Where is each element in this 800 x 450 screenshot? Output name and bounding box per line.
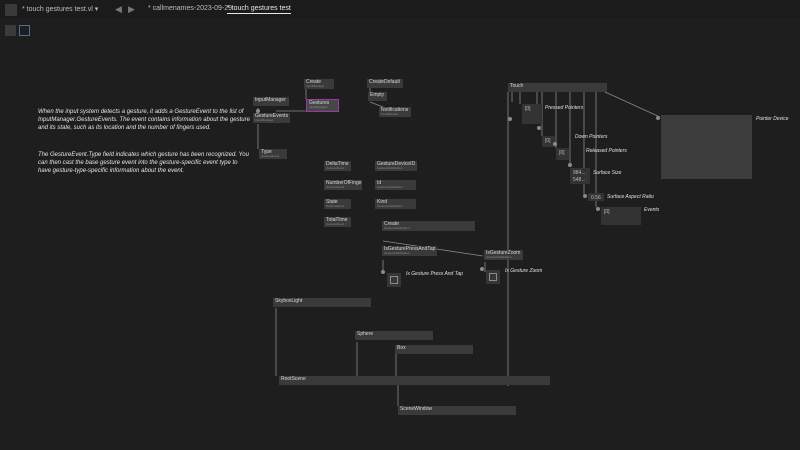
label-events: Events — [644, 207, 660, 213]
node-number-of-finger[interactable]: NumberOfFinger GestureEvent — [324, 180, 362, 190]
iobox-surface-aspect-ratio[interactable]: 0.56 — [588, 193, 604, 201]
node-type[interactable]: Type GestureEvent — [259, 149, 287, 159]
tab-bar: * touch gestures test.vl ▾ ◀ ▶ * callmen… — [0, 0, 800, 18]
iobox-pressed-pointers[interactable]: [0] — [522, 104, 542, 124]
pad-dot[interactable] — [480, 267, 484, 271]
node-total-time[interactable]: TotalTime GestureEvent — [324, 217, 351, 227]
pad-dot[interactable] — [596, 207, 600, 211]
tab-callmenames[interactable]: * callmenames-2023-09-29 — [148, 5, 233, 12]
node-is-gesture-zoom[interactable]: IsGestureZoom GestureNotification — [484, 250, 523, 260]
label-surface-size: Surface Size — [593, 170, 622, 176]
pad-dot[interactable] — [508, 117, 512, 121]
toolbar-button-2[interactable] — [19, 25, 30, 36]
pad-dot[interactable] — [553, 142, 557, 146]
tab-label: * touch gestures test.vl — [22, 6, 93, 13]
node-notifications[interactable]: Notifications TouchDevice — [379, 107, 411, 117]
node-touch[interactable]: Touch — [508, 83, 607, 92]
label-is-gesture-press-and-tap: Is Gesture Press And Tap — [406, 271, 463, 277]
label-pressed-pointers: Pressed Pointers — [545, 105, 584, 111]
tab-touch-gestures-test[interactable]: * touch gestures test — [227, 5, 291, 14]
arrow-left-icon[interactable]: ◀ — [115, 4, 122, 14]
node-gestures[interactable]: Gestures InputManager — [306, 99, 339, 112]
toolbar-button-1[interactable] — [5, 25, 16, 36]
node-create-input-manager[interactable]: Create InputManager — [304, 79, 334, 89]
comment-gesture-events: When the input system detects a gesture,… — [38, 109, 250, 131]
arrow-right-icon[interactable]: ▶ — [128, 4, 135, 14]
app-menu-button[interactable] — [5, 4, 17, 16]
comment-gesture-type: The GestureEvent.Type field indicates wh… — [38, 152, 249, 174]
label-is-gesture-zoom: Is Gesture Zoom — [505, 268, 543, 274]
node-scene-window[interactable]: SceneWindow — [398, 406, 516, 415]
node-create-gesture-notification[interactable]: Create GestureNotification — [382, 221, 475, 231]
node-root-scene[interactable]: RootScene — [279, 376, 550, 385]
label-down-pointers: Down Pointers — [575, 134, 608, 140]
pad-dot[interactable] — [256, 109, 260, 113]
iobox-events[interactable]: [0] — [601, 207, 641, 225]
chevron-down-icon[interactable]: ▾ — [94, 6, 99, 13]
node-create-default[interactable]: CreateDefault — [367, 79, 403, 88]
node-delta-time[interactable]: DeltaTime GestureEvent — [324, 161, 351, 171]
label-released-pointers: Released Pointers — [586, 148, 627, 154]
tab-touch-gestures-vl[interactable]: * touch gestures test.vl ▾ — [22, 5, 98, 13]
node-input-manager[interactable]: InputManager — [253, 97, 289, 106]
node-id[interactable]: Id GestureNotification — [375, 180, 416, 190]
label-surface-aspect-ratio: Surface Aspect Ratio — [607, 194, 654, 200]
iobox-released-pointers[interactable]: [0] — [556, 148, 569, 160]
node-kind[interactable]: Kind GestureNotification — [375, 199, 416, 209]
pointer-device-preview[interactable] — [661, 115, 752, 179]
pad-dot[interactable] — [656, 116, 660, 120]
node-is-gesture-press-and-tap[interactable]: IsGesturePressAndTap GestureNotification — [382, 246, 437, 256]
node-sphere[interactable]: Sphere — [355, 331, 433, 340]
label-pointer-device: Pointer Device — [756, 116, 789, 122]
node-gesture-device-id[interactable]: GestureDeviceID GestureNotification — [375, 161, 417, 171]
node-empty[interactable]: Empty — [368, 92, 387, 101]
iobox-surface-size[interactable]: 984... 548... — [570, 168, 590, 184]
pad-dot[interactable] — [381, 270, 385, 274]
node-state[interactable]: State GestureEvent — [324, 199, 351, 209]
iobox-down-pointers[interactable]: [0] — [542, 136, 555, 147]
toggle-is-gesture-press-and-tap[interactable] — [387, 273, 401, 287]
pad-dot[interactable] — [537, 126, 541, 130]
pad-dot[interactable] — [568, 163, 572, 167]
node-gesture-events[interactable]: GestureEvents InputManager — [253, 113, 290, 123]
toggle-is-gesture-zoom[interactable] — [486, 270, 500, 284]
pad-dot[interactable] — [583, 194, 587, 198]
node-box[interactable]: Box — [395, 345, 473, 354]
node-skybox-light[interactable]: SkyboxLight — [273, 298, 371, 307]
